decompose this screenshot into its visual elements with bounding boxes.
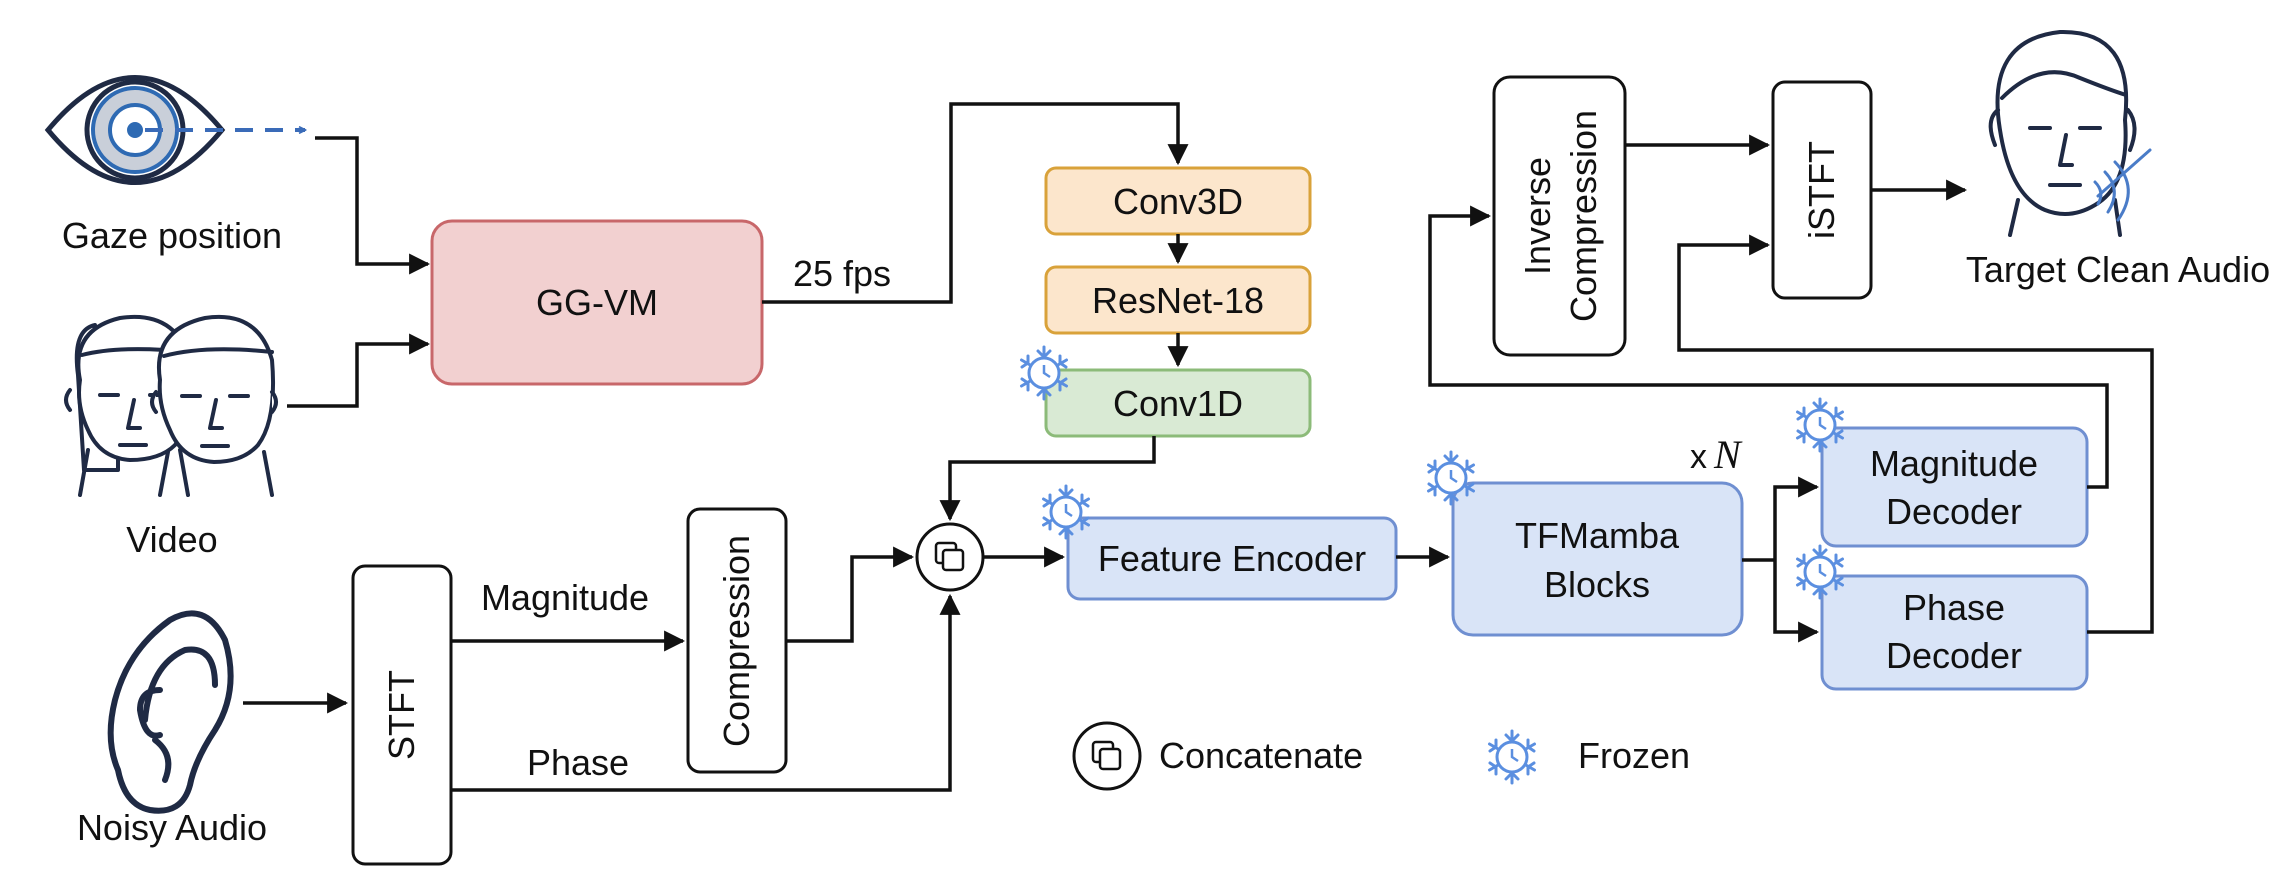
feature-encoder-frozen-snowflake-icon — [1042, 484, 1090, 540]
sound-wave-icon — [2093, 148, 2152, 222]
conv1d-block: Conv1D — [1044, 368, 1312, 438]
magnitude-decoder-label-line1: Magnitude — [1870, 443, 2038, 484]
feature-encoder-block: Feature Encoder — [1066, 516, 1398, 601]
target-clean-audio-label: Target Clean Audio — [1966, 249, 2270, 290]
istft-label: iSTFT — [1801, 141, 1842, 239]
ggvm-label: GG-VM — [536, 282, 658, 323]
repeat-count-label: x N — [1690, 432, 1743, 477]
phase-wire — [451, 593, 961, 792]
compression-label: Compression — [716, 535, 757, 747]
magnitude-edge-label: Magnitude — [481, 577, 649, 618]
tfmamba-label-line1: TFMamba — [1515, 515, 1680, 556]
stft-block: STFT — [351, 564, 453, 866]
video-to-ggvm-wire — [287, 333, 431, 408]
phase-edge-label: Phase — [527, 742, 629, 783]
magnitude-decoder-label-line2: Decoder — [1886, 491, 2022, 532]
magnitude-decoder-frozen-snowflake-icon — [1796, 397, 1844, 453]
video-label: Video — [126, 519, 217, 560]
tfmamba-to-magnitude-decoder-wire — [1773, 476, 1820, 560]
istft-block: iSTFT — [1771, 80, 1873, 300]
eye-icon — [44, 75, 226, 185]
phase-decoder-label-line1: Phase — [1903, 587, 2005, 628]
tfmamba-blocks: TFMamba Blocks — [1451, 481, 1744, 637]
inverse-compression-label-line1: Inverse — [1517, 157, 1558, 275]
concatenate-node — [915, 522, 985, 592]
inverse-compression-block: Inverse Compression — [1492, 75, 1627, 357]
magnitude-decoder-block: Magnitude Decoder — [1820, 426, 2089, 548]
tfmamba-to-phase-decoder-wire — [1773, 560, 1820, 643]
conv1d-to-concat-wire — [939, 436, 1156, 522]
tfmamba-frozen-snowflake-icon — [1427, 450, 1475, 506]
ear-icon — [107, 610, 234, 814]
repeat-prefix: x — [1690, 438, 1707, 476]
fps-label: 25 fps — [793, 253, 891, 294]
gaze-position-label: Gaze position — [62, 215, 282, 256]
tfmamba-label-line2: Blocks — [1544, 564, 1650, 605]
legend-frozen-label: Frozen — [1578, 735, 1690, 776]
resnet18-block: ResNet-18 — [1044, 265, 1312, 335]
legend-concatenate-icon — [1072, 721, 1142, 791]
compression-to-concat-wire — [786, 546, 915, 643]
feature-encoder-label: Feature Encoder — [1098, 538, 1366, 579]
phase-decoder-to-istft-wire — [1677, 234, 2154, 634]
stft-label: STFT — [381, 670, 422, 760]
legend-frozen-snowflake-icon — [1488, 729, 1536, 785]
ggvm-to-conv3d-wire — [762, 102, 1189, 304]
phase-decoder-label-line2: Decoder — [1886, 635, 2022, 676]
resnet18-label: ResNet-18 — [1092, 280, 1264, 321]
ggvm-block: GG-VM — [430, 219, 764, 386]
compression-block: Compression — [686, 507, 788, 774]
conv3d-block: Conv3D — [1044, 166, 1312, 236]
legend: Concatenate Frozen — [1072, 721, 1690, 791]
conv3d-label: Conv3D — [1113, 181, 1243, 222]
conv1d-label: Conv1D — [1113, 383, 1243, 424]
noisy-audio-label: Noisy Audio — [77, 807, 267, 848]
faces-icon — [64, 314, 278, 497]
listener-head-icon — [1988, 29, 2137, 237]
repeat-symbol: N — [1713, 432, 1743, 477]
phase-decoder-block: Phase Decoder — [1820, 574, 2089, 691]
inverse-compression-label-line2: Compression — [1563, 110, 1604, 322]
conv1d-frozen-snowflake-icon — [1020, 345, 1068, 401]
magnitude-decoder-to-inverse-compression-wire — [1428, 205, 2109, 489]
legend-concatenate-label: Concatenate — [1159, 735, 1363, 776]
phase-decoder-frozen-snowflake-icon — [1796, 544, 1844, 600]
gaze-to-ggvm-wire — [315, 136, 431, 275]
